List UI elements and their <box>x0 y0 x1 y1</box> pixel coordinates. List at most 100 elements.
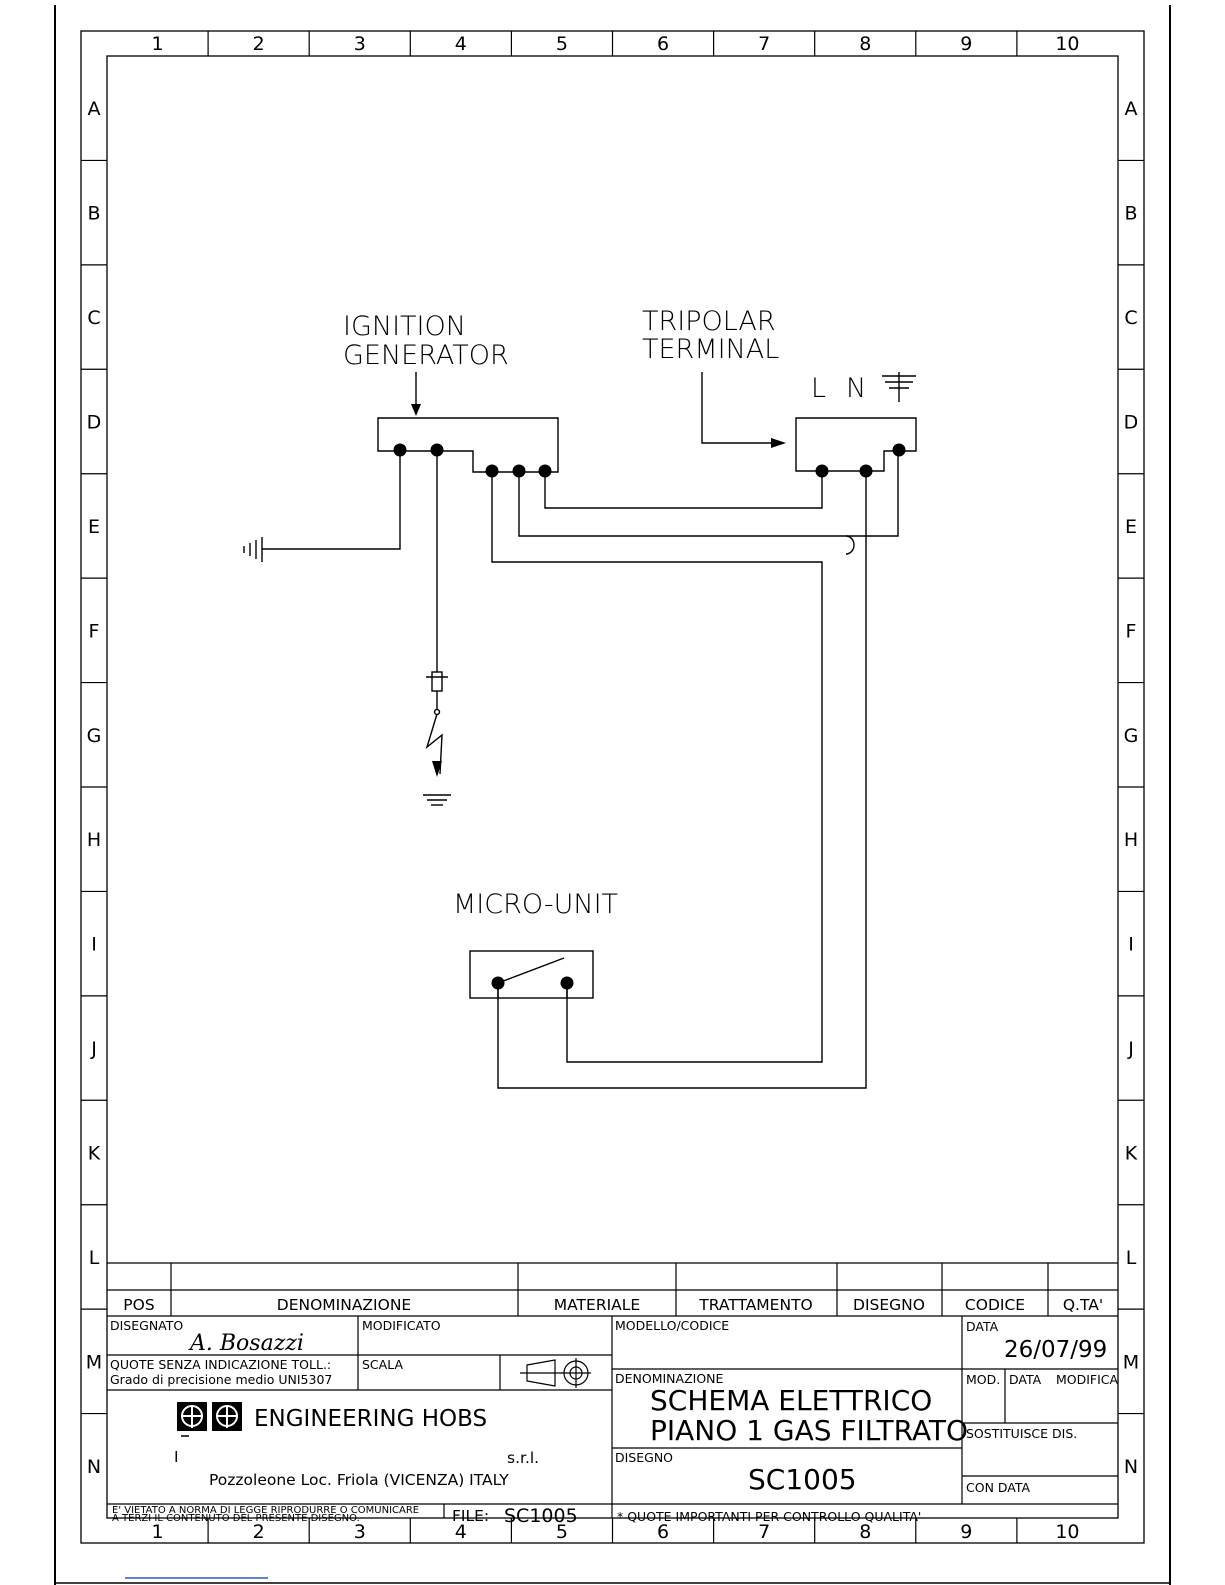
grid-row-label: L <box>1126 1247 1137 1269</box>
grid-row-label: C <box>1124 307 1137 329</box>
company-logo-icon <box>177 1402 242 1437</box>
grid-row-label: E <box>88 516 100 538</box>
grid-row-label: J <box>1127 1038 1134 1060</box>
wire-e-part1 <box>518 472 855 555</box>
grid-row-label: B <box>87 203 100 225</box>
wire-to-switch-left <box>497 471 867 1089</box>
tolerance-line-1: QUOTE SENZA INDICAZIONE TOLL.: <box>110 1357 331 1372</box>
grid-row-label: D <box>1124 412 1139 434</box>
wire-to-switch-right <box>491 472 823 1063</box>
drawing-number: SC1005 <box>748 1463 857 1496</box>
grid-row-label: K <box>88 1143 101 1165</box>
grid-row-label: F <box>1126 620 1137 642</box>
con-data-label: CON DATA <box>966 1480 1031 1495</box>
grid-column-label: 3 <box>354 33 366 55</box>
grid-column-label: 1 <box>152 33 164 55</box>
title-line-1: SCHEMA ELETTRICO <box>650 1384 932 1417</box>
grid-column-label: 5 <box>556 1521 568 1543</box>
designer-signature: A. Bosazzi <box>188 1331 304 1356</box>
grid-row-label: M <box>86 1351 102 1373</box>
grid-column-label: 5 <box>556 33 568 55</box>
parts-list-header: POS DENOMINAZIONE MATERIALE TRATTAMENTO … <box>123 1296 1103 1314</box>
grid-column-label: 6 <box>657 33 669 55</box>
grid-column-label: 4 <box>455 33 467 55</box>
sostituisce-label: SOSTITUISCE DIS. <box>966 1426 1077 1441</box>
company-suffix: s.r.l. <box>507 1449 539 1467</box>
tripolar-terminal-label-1: TRIPOLAR <box>642 306 776 337</box>
header-codice: CODICE <box>965 1296 1025 1314</box>
grid-row-label: A <box>88 98 101 120</box>
grid-row-label: K <box>1125 1143 1138 1165</box>
mod-label: MOD. <box>966 1372 1000 1387</box>
wire-l <box>544 471 823 509</box>
tolerance-line-2: Grado di precisione medio UNI5307 <box>110 1372 332 1387</box>
grid-row-label: H <box>1124 829 1138 851</box>
company-address: Pozzoleone Loc. Friola (VICENZA) ITALY <box>209 1471 509 1489</box>
spark-symbol <box>425 713 443 775</box>
grid-row-label: I <box>91 934 97 956</box>
schematic-markers <box>393 404 906 990</box>
grid-row-label: G <box>1124 725 1139 747</box>
grid-row-label: A <box>1125 98 1138 120</box>
ignition-generator-box <box>377 417 559 473</box>
grid-column-label: 8 <box>859 1521 871 1543</box>
grid-column-label: 9 <box>960 1521 972 1543</box>
grid-column-label: 10 <box>1055 33 1079 55</box>
grid-row-label: I <box>1128 934 1134 956</box>
company-initial: I <box>174 1448 179 1466</box>
modello-label: MODELLO/CODICE <box>615 1318 729 1333</box>
grid-row-label: C <box>87 307 100 329</box>
ignition-generator-label-2: GENERATOR <box>343 340 509 371</box>
terminal-pin-l: L <box>811 373 826 404</box>
title-block-lines <box>107 1262 1118 1518</box>
company-name: ENGINEERING HOBS <box>254 1406 487 1432</box>
date-value: 26/07/99 <box>1004 1337 1107 1363</box>
header-denominazione: DENOMINAZIONE <box>277 1296 411 1314</box>
disegnato-label: DISEGNATO <box>110 1318 183 1333</box>
grid-column-label: 1 <box>152 1521 164 1543</box>
ignition-generator-label-1: IGNITION <box>343 311 466 342</box>
wire-e-part2 <box>846 450 899 537</box>
file-label: FILE: <box>452 1507 489 1525</box>
switch-contact <box>497 957 565 984</box>
grid-column-label: 8 <box>859 33 871 55</box>
micro-unit-box <box>469 950 594 999</box>
header-qta: Q.TA' <box>1063 1296 1103 1314</box>
grid-row-label: B <box>1124 203 1137 225</box>
data-column-label: DATA <box>1009 1372 1042 1387</box>
scala-label: SCALA <box>362 1357 403 1372</box>
grid-column-label: 3 <box>354 1521 366 1543</box>
ground-wire <box>262 450 401 550</box>
terminal-pin-n: N <box>846 373 866 404</box>
schematic-wiring <box>243 372 917 1089</box>
grid-row-label: F <box>89 620 100 642</box>
grid-column-label: 9 <box>960 33 972 55</box>
grid-row-label: H <box>87 829 101 851</box>
grid-column-label: 7 <box>758 33 770 55</box>
header-disegno: DISEGNO <box>853 1296 925 1314</box>
file-value: SC1005 <box>504 1505 578 1527</box>
grid-row-label: D <box>87 412 102 434</box>
tripolar-terminal-label-2: TERMINAL <box>642 334 779 365</box>
micro-unit-label: MICRO-UNIT <box>453 889 618 920</box>
modificato-label: MODIFICATO <box>362 1318 441 1333</box>
title-line-2: PIANO 1 GAS FILTRATO <box>650 1414 968 1447</box>
grid-column-label: 10 <box>1055 1521 1079 1543</box>
tripolar-arrow-shaft <box>701 372 772 444</box>
grid-column-label: 7 <box>758 1521 770 1543</box>
modifica-label: MODIFICA <box>1056 1372 1119 1387</box>
projection-symbol-icon <box>520 1358 591 1388</box>
copyright-line-1: E' VIETATO A NORMA DI LEGGE RIPRODURRE O… <box>112 1505 419 1516</box>
data-label: DATA <box>966 1319 999 1334</box>
grid-row-label: J <box>90 1038 97 1060</box>
grid-row-label: N <box>87 1456 101 1478</box>
grid-column-label: 2 <box>253 33 265 55</box>
header-pos: POS <box>123 1296 154 1314</box>
grid-row-label: G <box>87 725 102 747</box>
grid-column-label: 2 <box>253 1521 265 1543</box>
header-materiale: MATERIALE <box>554 1296 640 1314</box>
grid-row-label: N <box>1124 1456 1138 1478</box>
electrode-body <box>431 671 443 692</box>
